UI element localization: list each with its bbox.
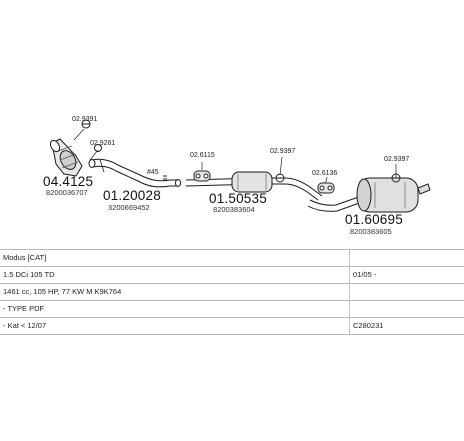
spec-divider: [349, 250, 350, 266]
spec-row: - TYPE PDF: [0, 301, 464, 318]
spec-row-right: 01/05 -: [353, 270, 377, 279]
front-pipe-oem-number: 3200669452: [108, 203, 150, 212]
gasket-drawing: [163, 175, 167, 180]
spec-row: - Kat < 12/07 C280231: [0, 318, 464, 335]
catalyst-oem-number: 8200036707: [46, 188, 88, 197]
spec-row-left: - Kat < 12/07: [3, 321, 47, 330]
clamp-drawing: [81, 119, 102, 152]
spec-row-left: 1461 cc, 105 HP, 77 KW M K9K764: [3, 287, 122, 296]
clamp-mid-number: 02.9397: [270, 148, 296, 155]
rear-silencer-drawing: [307, 177, 431, 213]
clamp-cat-number: 02.9261: [90, 140, 116, 147]
clamp-drawing: [391, 173, 401, 183]
hanger-rear-number: 02.6136: [312, 170, 338, 177]
leader-line: [73, 128, 85, 141]
middle-silencer-oem-number: 8200383604: [213, 205, 255, 214]
middle-silencer-part-number: 01.50535: [209, 191, 267, 206]
gasket-number: #45: [147, 169, 159, 176]
spec-divider: [349, 318, 350, 334]
catalyst-drawing: [49, 138, 83, 177]
spec-divider: [349, 284, 350, 300]
exhaust-system-diagram: 02.9391 02.9261 02.6115 #45 02.9397 02.6…: [43, 116, 431, 236]
spec-row-left: 1.5 DCi 105 TD: [3, 270, 55, 279]
spec-row: 1.5 DCi 105 TD 01/05 -: [0, 267, 464, 284]
clamp-top-number: 02.9391: [72, 116, 98, 123]
exhaust-parts-drawing: [49, 119, 431, 213]
front-pipe-drawing: [88, 158, 181, 188]
rear-silencer-oem-number: 8200383605: [350, 227, 392, 236]
spec-row-left: - TYPE PDF: [3, 304, 45, 313]
spec-row: Modus [CAT]: [0, 249, 464, 267]
clamp-drawing: [275, 173, 285, 183]
spec-row-right: C280231: [353, 321, 384, 330]
rear-silencer-part-number: 01.60695: [345, 212, 403, 227]
hanger-mid-number: 02.6115: [190, 152, 215, 159]
spec-row-left: Modus [CAT]: [3, 253, 47, 262]
spec-row: 1461 cc, 105 HP, 77 KW M K9K764: [0, 284, 464, 301]
leader-line: [279, 156, 283, 176]
hanger-drawing: [317, 182, 335, 194]
hanger-drawing: [193, 170, 211, 182]
middle-silencer-drawing: [185, 171, 323, 201]
spec-divider: [349, 301, 350, 317]
spec-divider: [349, 267, 350, 283]
vehicle-spec-table: Modus [CAT] 1.5 DCi 105 TD 01/05 - 1461 …: [0, 249, 464, 335]
clamp-rear-number: 02.9397: [384, 156, 410, 163]
front-pipe-part-number: 01.20028: [103, 188, 161, 203]
catalyst-part-number: 04.4125: [43, 174, 94, 189]
